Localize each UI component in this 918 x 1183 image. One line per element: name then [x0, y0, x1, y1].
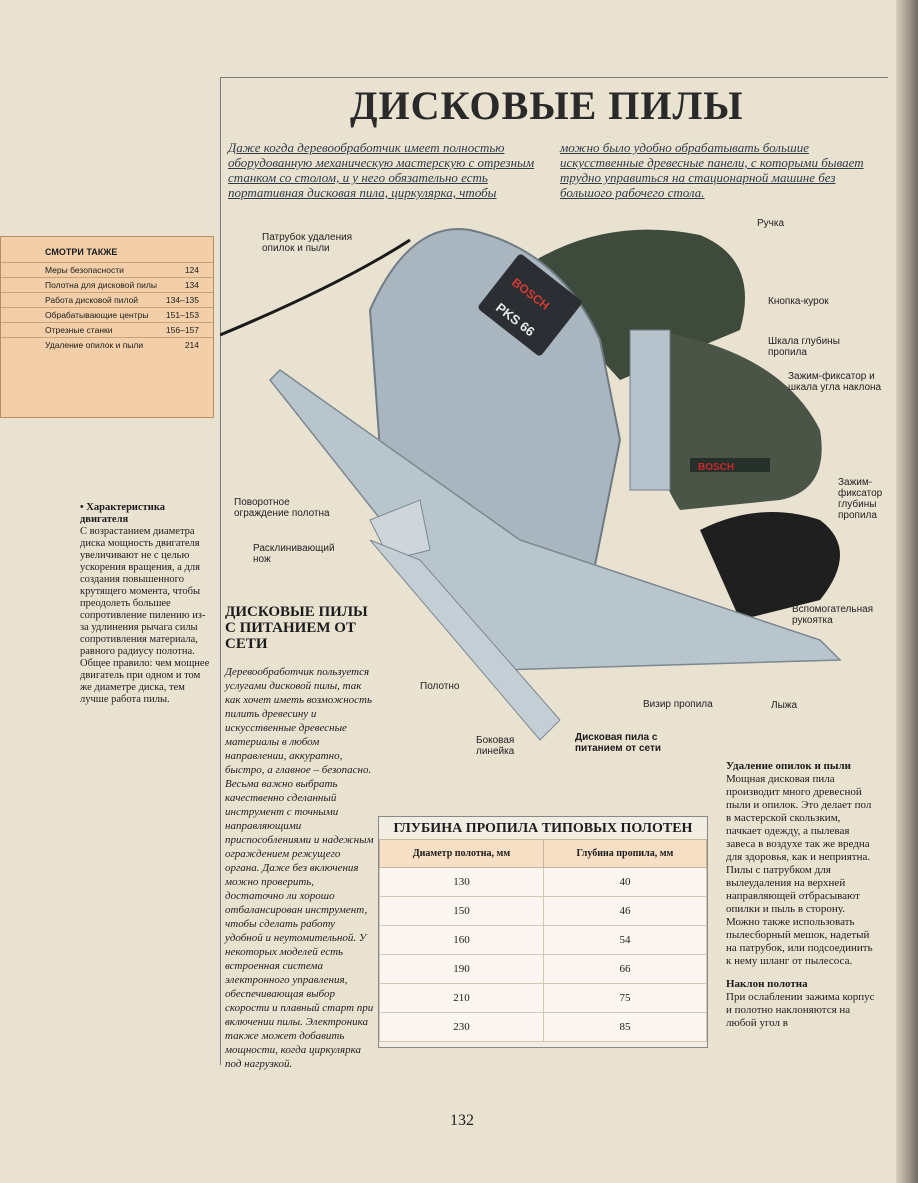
label-trigger: Кнопка-курок — [768, 296, 829, 307]
label-blade: Полотно — [420, 681, 460, 692]
label-aux-handle: Вспомогательная рукоятка — [792, 604, 874, 626]
sidenote-heading: • Характеристика двигателя — [80, 502, 165, 525]
label-handle: Ручка — [757, 218, 785, 229]
label-riving-knife: Расклинивающий нож — [253, 543, 335, 565]
intro-left: Даже когда деревообработчик имеет полнос… — [228, 140, 535, 200]
right-column: Удаление опилок и пыли Мощная дисковая п… — [726, 760, 876, 1030]
tilt-text: При ослаблении зажима корпус и полотно н… — [726, 991, 875, 1029]
sidenote-text: С возрастанием диаметра диска мощность д… — [80, 526, 210, 705]
motor-brand-text: BOSCH — [698, 462, 734, 473]
table-header: Диаметр полотна, мм — [379, 839, 544, 868]
label-sight: Визир пропила — [643, 699, 713, 710]
table: Диаметр полотна, мм Глубина пропила, мм … — [379, 839, 708, 1042]
label-shoe: Лыжа — [771, 700, 798, 711]
table-header-row: Диаметр полотна, мм Глубина пропила, мм — [379, 839, 708, 868]
circular-saw-illustration: BOSCH BOSCH PKS 66 — [220, 228, 842, 741]
label-bevel-clamp: Зажим-фиксатор и шкала угла наклона — [788, 371, 882, 393]
section-text: Деревообработчик пользуется услугами дис… — [225, 666, 374, 1070]
book-spine — [896, 0, 918, 1183]
label-depth-clamp: Зажим-фиксатор глубины пропила — [838, 477, 883, 521]
see-also-heading: СМОТРИ ТАКЖЕ — [45, 247, 118, 257]
table-header: Глубина пропила, мм — [542, 839, 708, 868]
figure-caption: Дисковая пила с питанием от сети — [575, 732, 662, 754]
page-number: 132 — [450, 1112, 474, 1129]
content-frame — [220, 77, 888, 1065]
label-dust-port: Патрубок удаления опилок и пыли — [262, 232, 353, 254]
dust-text: Мощная дисковая пила производит много др… — [726, 773, 873, 967]
page-title: ДИСКОВЫЕ ПИЛЫ — [350, 83, 744, 128]
intro-right: можно было удобно обрабатывать большие и… — [560, 140, 864, 200]
tilt-heading: Наклон полотна — [726, 978, 808, 990]
section-title: ДИСКОВЫЕ ПИЛЫ С ПИТАНИЕМ ОТ СЕТИ — [225, 604, 368, 652]
table-title: ГЛУБИНА ПРОПИЛА ТИПОВЫХ ПОЛОТЕН — [393, 821, 693, 836]
motor-sidenote: • Характеристика двигателя С возрастание… — [80, 502, 212, 706]
label-fence: Боковая линейка — [476, 735, 515, 757]
dust-heading: Удаление опилок и пыли — [726, 760, 851, 772]
label-depth-scale: Шкала глубины пропила — [768, 336, 840, 358]
depth-table: ГЛУБИНА ПРОПИЛА ТИПОВЫХ ПОЛОТЕН Диаметр … — [378, 816, 708, 1048]
label-guard: Поворотное ограждение полотна — [234, 497, 330, 519]
